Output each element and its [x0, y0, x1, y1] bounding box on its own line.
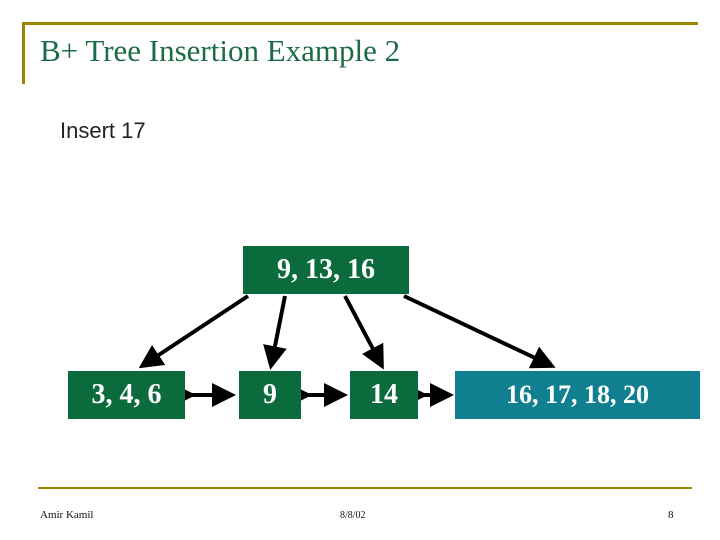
edge-root-to-leaf1	[138, 294, 250, 369]
left-rule	[22, 22, 25, 84]
footer-date: 8/8/02	[340, 510, 366, 521]
tree-node-leaf-1: 3, 4, 6	[68, 371, 185, 419]
edge-root-to-leaf4	[403, 294, 556, 369]
edge-root-to-leaf2	[263, 295, 287, 370]
footer-author: Amir Kamil	[40, 509, 94, 521]
tree-node-leaf-4: 16, 17, 18, 20	[455, 371, 700, 419]
tree-node-leaf-3: 14	[350, 371, 418, 419]
tree-node-root: 9, 13, 16	[243, 246, 409, 294]
tree-node-leaf-2: 9	[239, 371, 301, 419]
edge-root-to-leaf3	[343, 295, 384, 370]
top-rule	[22, 22, 698, 25]
footer-page-number: 8	[668, 509, 674, 521]
bottom-rule	[38, 487, 692, 489]
page-title: B+ Tree Insertion Example 2	[40, 33, 401, 68]
slide-subtitle: Insert 17	[60, 118, 146, 143]
